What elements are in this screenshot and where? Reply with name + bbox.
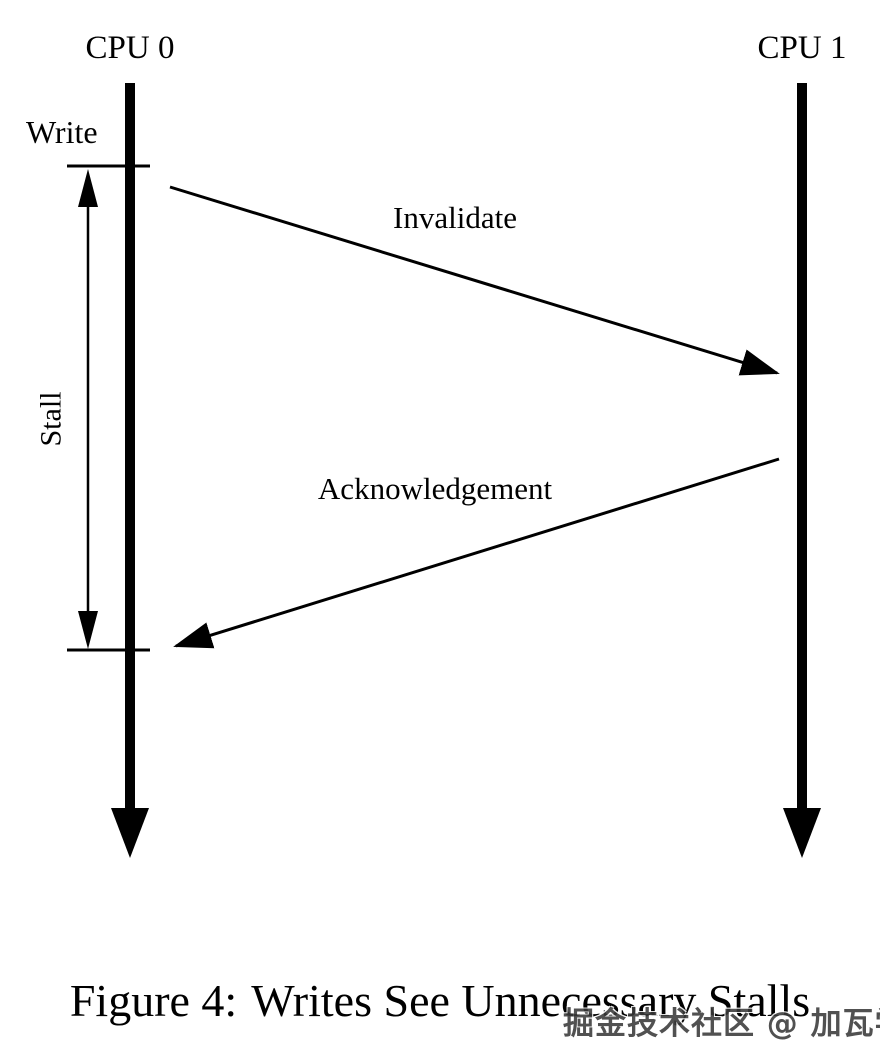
cpu0-label: CPU 0	[85, 30, 175, 66]
stall-label: Stall	[34, 391, 68, 447]
invalidate-label: Invalidate	[393, 200, 517, 235]
cpu-timeline-diagram: CPU 0 CPU 1 Write Stall Invalidate Ackno…	[26, 30, 847, 858]
figure-caption: Figure 4: Writes See Unnecessary Stalls	[0, 974, 880, 1027]
cpu0-timeline-arrowhead-icon	[111, 808, 149, 858]
cpu1-timeline	[783, 83, 821, 858]
stall-arrow-up-icon	[78, 169, 98, 207]
cpu1-label: CPU 1	[757, 30, 847, 66]
acknowledgement-label: Acknowledgement	[317, 471, 553, 506]
acknowledgement-arrow	[173, 457, 780, 649]
invalidate-arrow	[169, 185, 780, 376]
watermark-text: 掘金技术社区 @ 加瓦学徒	[563, 1006, 880, 1042]
cpu0-timeline	[111, 83, 149, 858]
stall-arrow-down-icon	[78, 611, 98, 649]
write-label: Write	[26, 114, 98, 150]
cpu1-timeline-arrowhead-icon	[783, 808, 821, 858]
figure-caption-number: Figure 4:	[69, 975, 238, 1026]
stall-span-arrow	[78, 169, 98, 649]
figure-caption-title: Writes See Unnecessary Stalls	[251, 975, 811, 1026]
diagram-canvas	[67, 83, 821, 858]
